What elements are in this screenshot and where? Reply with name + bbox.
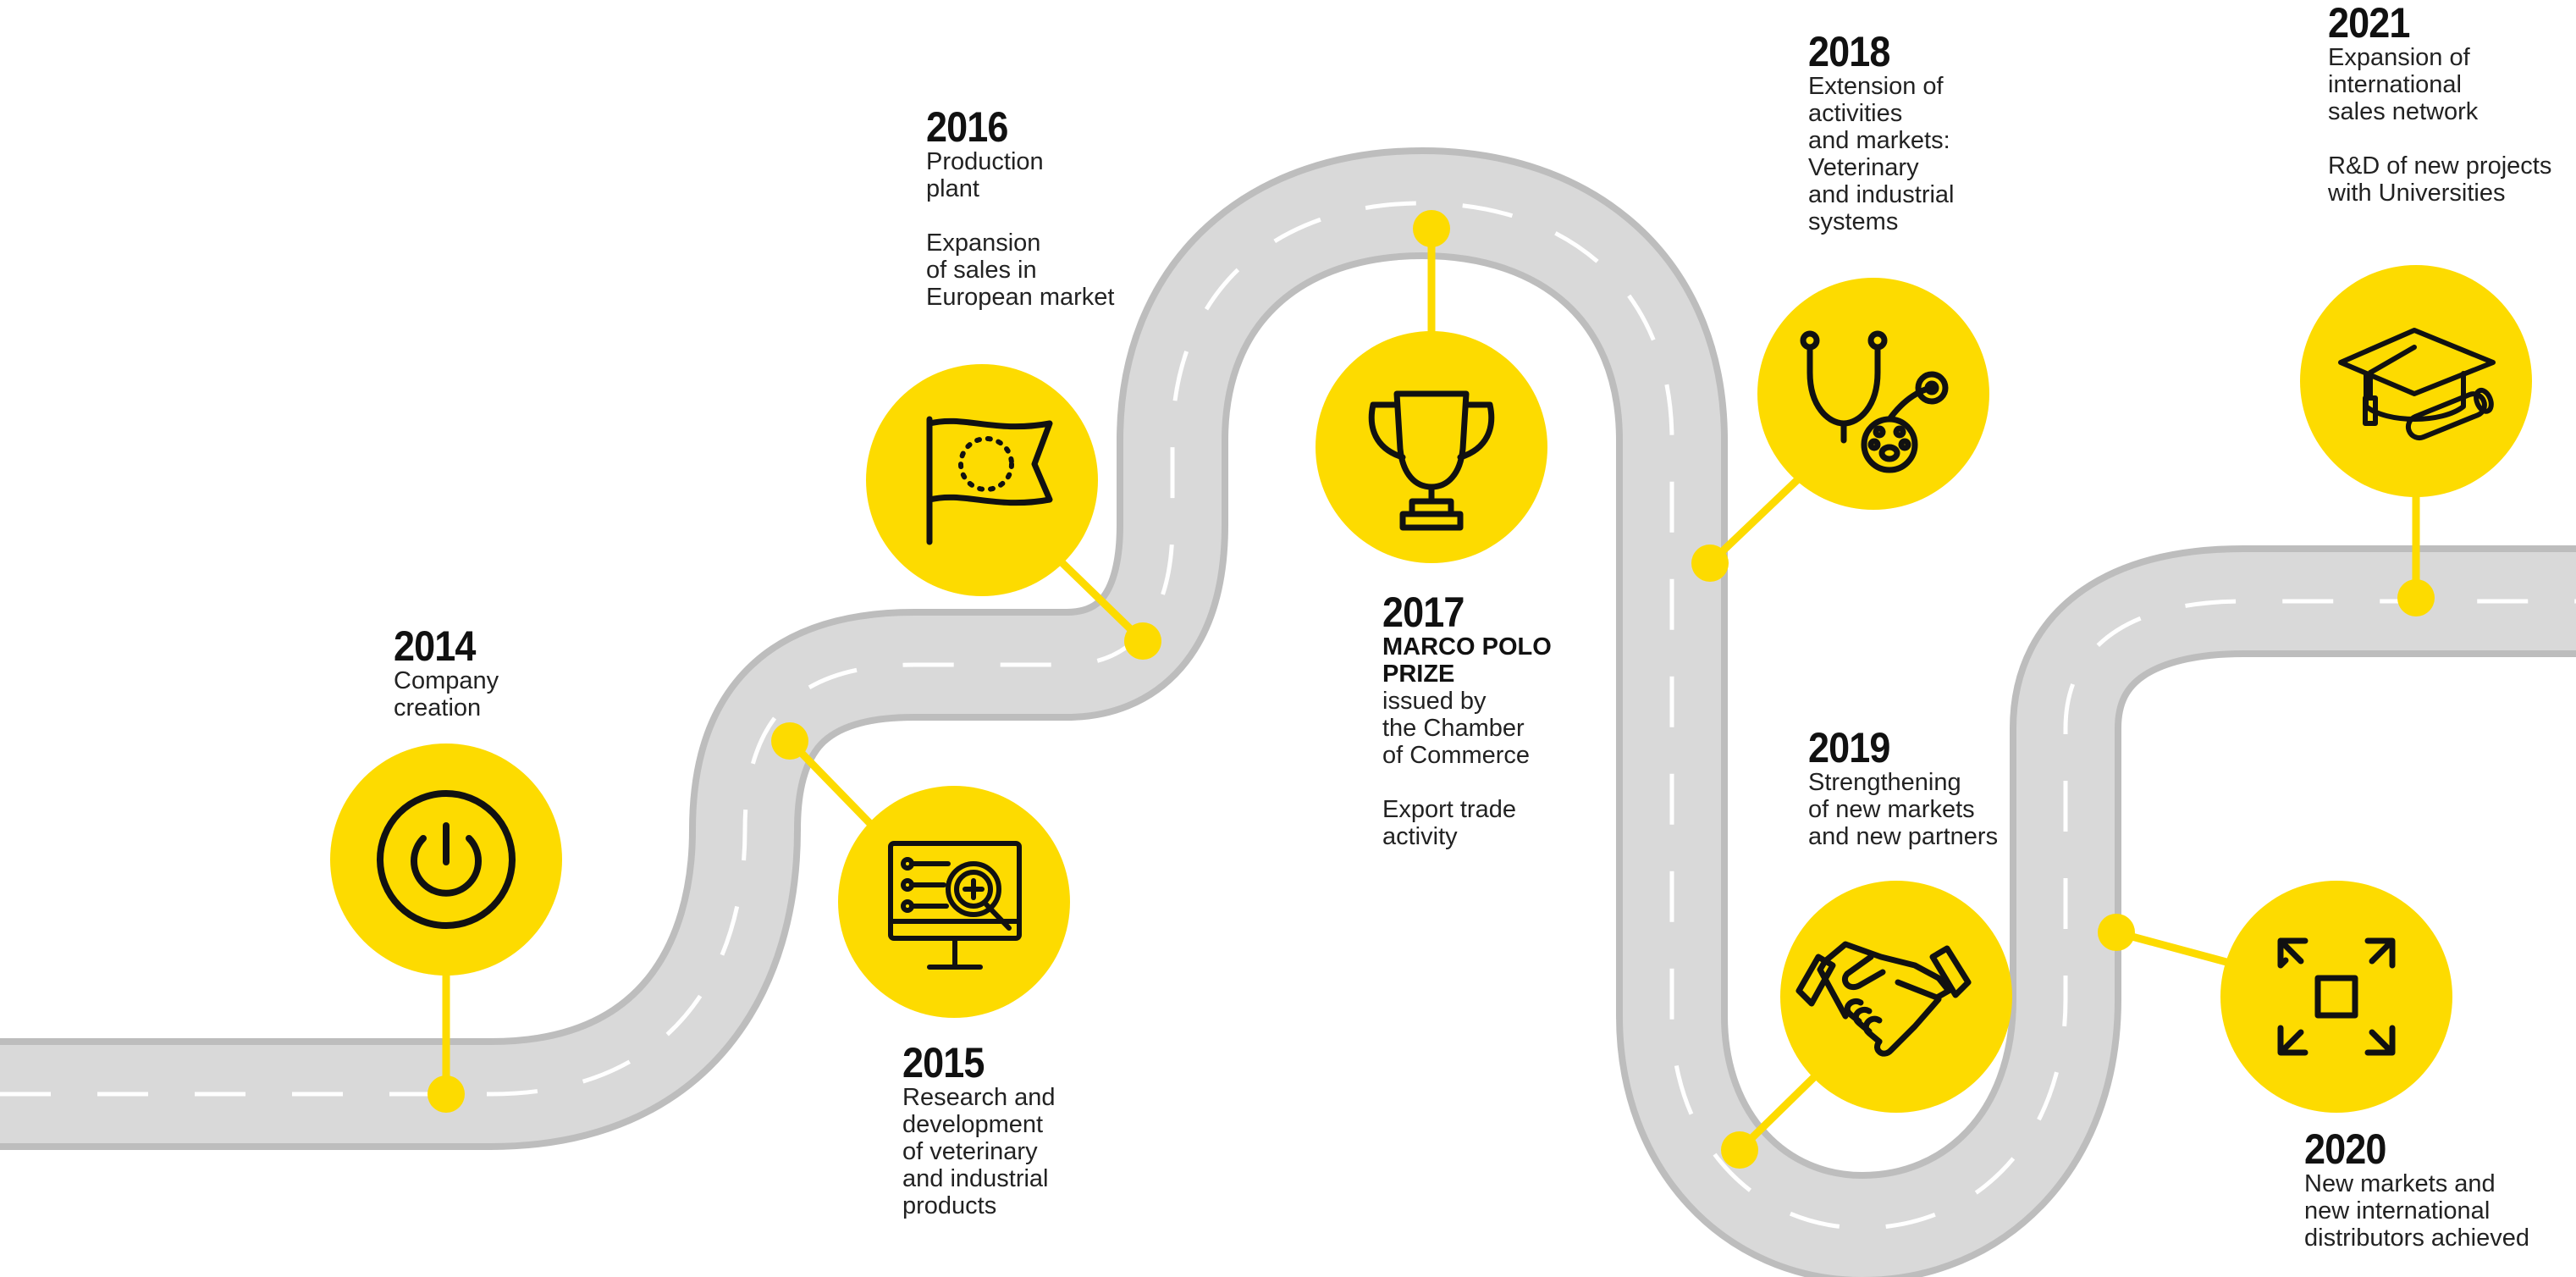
description-line: of Commerce bbox=[1382, 742, 1531, 769]
description-line: and industrial bbox=[1808, 181, 1955, 208]
pin-2015 bbox=[771, 722, 808, 760]
milestone-2017: 2017 MARCO POLO PRIZE issued by the Cham… bbox=[1382, 591, 1552, 850]
pin-2014 bbox=[427, 1075, 465, 1113]
graduation-cap-icon bbox=[2338, 328, 2496, 441]
pin-2020 bbox=[2098, 914, 2135, 951]
award-title-line: PRIZE bbox=[1382, 661, 1455, 688]
description-line: Extension of bbox=[1808, 73, 1944, 100]
spacer bbox=[926, 202, 1114, 229]
milestone-2020: 2020 New markets and new international d… bbox=[2304, 1128, 2529, 1252]
description-line: products bbox=[902, 1192, 997, 1219]
pin-2021 bbox=[2397, 579, 2435, 616]
connector-2016 bbox=[1054, 555, 1147, 645]
stethoscope-paw-icon bbox=[1800, 330, 1949, 473]
year-label: 2020 bbox=[2304, 1125, 2386, 1173]
circle-2019 bbox=[1780, 881, 2012, 1113]
circle-2016 bbox=[866, 364, 1098, 596]
description: Expansion of international sales network… bbox=[2328, 44, 2551, 207]
description: MARCO POLO PRIZE issued by the Chamber o… bbox=[1382, 633, 1552, 850]
description-line: distributors achieved bbox=[2304, 1224, 2529, 1252]
description-line: international bbox=[2328, 71, 2462, 98]
spacer bbox=[2328, 125, 2551, 152]
milestone-2016: 2016 Production plant Expansion of sales… bbox=[926, 106, 1114, 311]
description-line: and industrial bbox=[902, 1165, 1049, 1192]
description-line: and new partners bbox=[1808, 823, 1999, 850]
description-line: Export trade bbox=[1382, 796, 1516, 823]
road-pins bbox=[427, 210, 2435, 1169]
description-line: activity bbox=[1382, 823, 1458, 850]
circle-2021 bbox=[2300, 265, 2532, 497]
description-line: Production bbox=[926, 148, 1044, 175]
circle-2017 bbox=[1316, 331, 1547, 563]
pin-2017 bbox=[1413, 210, 1450, 247]
year-label: 2021 bbox=[2328, 0, 2410, 47]
description-line: development bbox=[902, 1111, 1044, 1138]
description-line: sales network bbox=[2328, 98, 2479, 125]
description-line: New markets and bbox=[2304, 1170, 2496, 1197]
handshake-icon bbox=[1795, 941, 1972, 1057]
description: Extension of activities and markets: Vet… bbox=[1808, 73, 1955, 235]
description-line: Expansion bbox=[926, 229, 1041, 257]
milestone-2015: 2015 Research and development of veterin… bbox=[902, 1042, 1056, 1219]
description-line: R&D of new projects bbox=[2328, 152, 2552, 180]
description-line: and markets: bbox=[1808, 127, 1950, 154]
description-line: of sales in bbox=[926, 257, 1037, 284]
milestone-2021: 2021 Expansion of international sales ne… bbox=[2328, 2, 2551, 207]
description-line: plant bbox=[926, 175, 979, 202]
description-line: of new markets bbox=[1808, 796, 1975, 823]
pin-2016 bbox=[1124, 622, 1161, 660]
description-line: systems bbox=[1808, 208, 1899, 235]
description: Research and development of veterinary a… bbox=[902, 1084, 1056, 1219]
year-label: 2016 bbox=[926, 103, 1008, 151]
connector-2018 bbox=[1706, 474, 1803, 567]
description-line: new international bbox=[2304, 1197, 2491, 1224]
description-line: Expansion of bbox=[2328, 44, 2470, 71]
research-monitor-icon bbox=[888, 841, 1022, 970]
milestone-2019: 2019 Strengthening of new markets and ne… bbox=[1808, 727, 1998, 850]
eu-flag-icon bbox=[926, 416, 1053, 545]
award-title-line: MARCO POLO bbox=[1382, 633, 1552, 661]
description-line: Strengthening bbox=[1808, 769, 1961, 796]
road-surface bbox=[0, 154, 2576, 1277]
description: Company creation bbox=[394, 667, 499, 721]
trophy-icon bbox=[1368, 390, 1495, 531]
connector-2015 bbox=[786, 737, 885, 838]
year-label: 2014 bbox=[394, 622, 476, 670]
year-label: 2017 bbox=[1382, 589, 1465, 636]
description-line: the Chamber bbox=[1382, 715, 1525, 742]
description-line: issued by bbox=[1382, 688, 1487, 715]
year-label: 2018 bbox=[1808, 28, 1890, 75]
power-icon bbox=[377, 790, 516, 929]
description: New markets and new international distri… bbox=[2304, 1170, 2529, 1252]
milestone-2018: 2018 Extension of activities and markets… bbox=[1808, 30, 1955, 235]
pin-2019 bbox=[1721, 1131, 1758, 1169]
description-line: of veterinary bbox=[902, 1138, 1038, 1165]
description-line: European market bbox=[926, 284, 1115, 311]
description-line: Veterinary bbox=[1808, 154, 1919, 181]
year-label: 2015 bbox=[902, 1039, 985, 1086]
description: Production plant Expansion of sales in E… bbox=[926, 148, 1114, 311]
description-line: Research and bbox=[902, 1084, 1056, 1111]
milestone-2014: 2014 Company creation bbox=[394, 625, 499, 721]
description-line: creation bbox=[394, 694, 482, 721]
description-line: with Universities bbox=[2328, 180, 2506, 207]
description: Strengthening of new markets and new par… bbox=[1808, 769, 1998, 850]
road bbox=[0, 147, 2576, 1277]
expand-arrows-icon bbox=[2277, 937, 2396, 1056]
year-label: 2019 bbox=[1808, 724, 1890, 771]
pin-2018 bbox=[1691, 545, 1729, 582]
description-line: activities bbox=[1808, 100, 1903, 127]
circle-2020 bbox=[2220, 881, 2452, 1113]
connector-2020 bbox=[2112, 928, 2231, 966]
description-line: Company bbox=[394, 667, 499, 694]
spacer bbox=[1382, 769, 1552, 796]
